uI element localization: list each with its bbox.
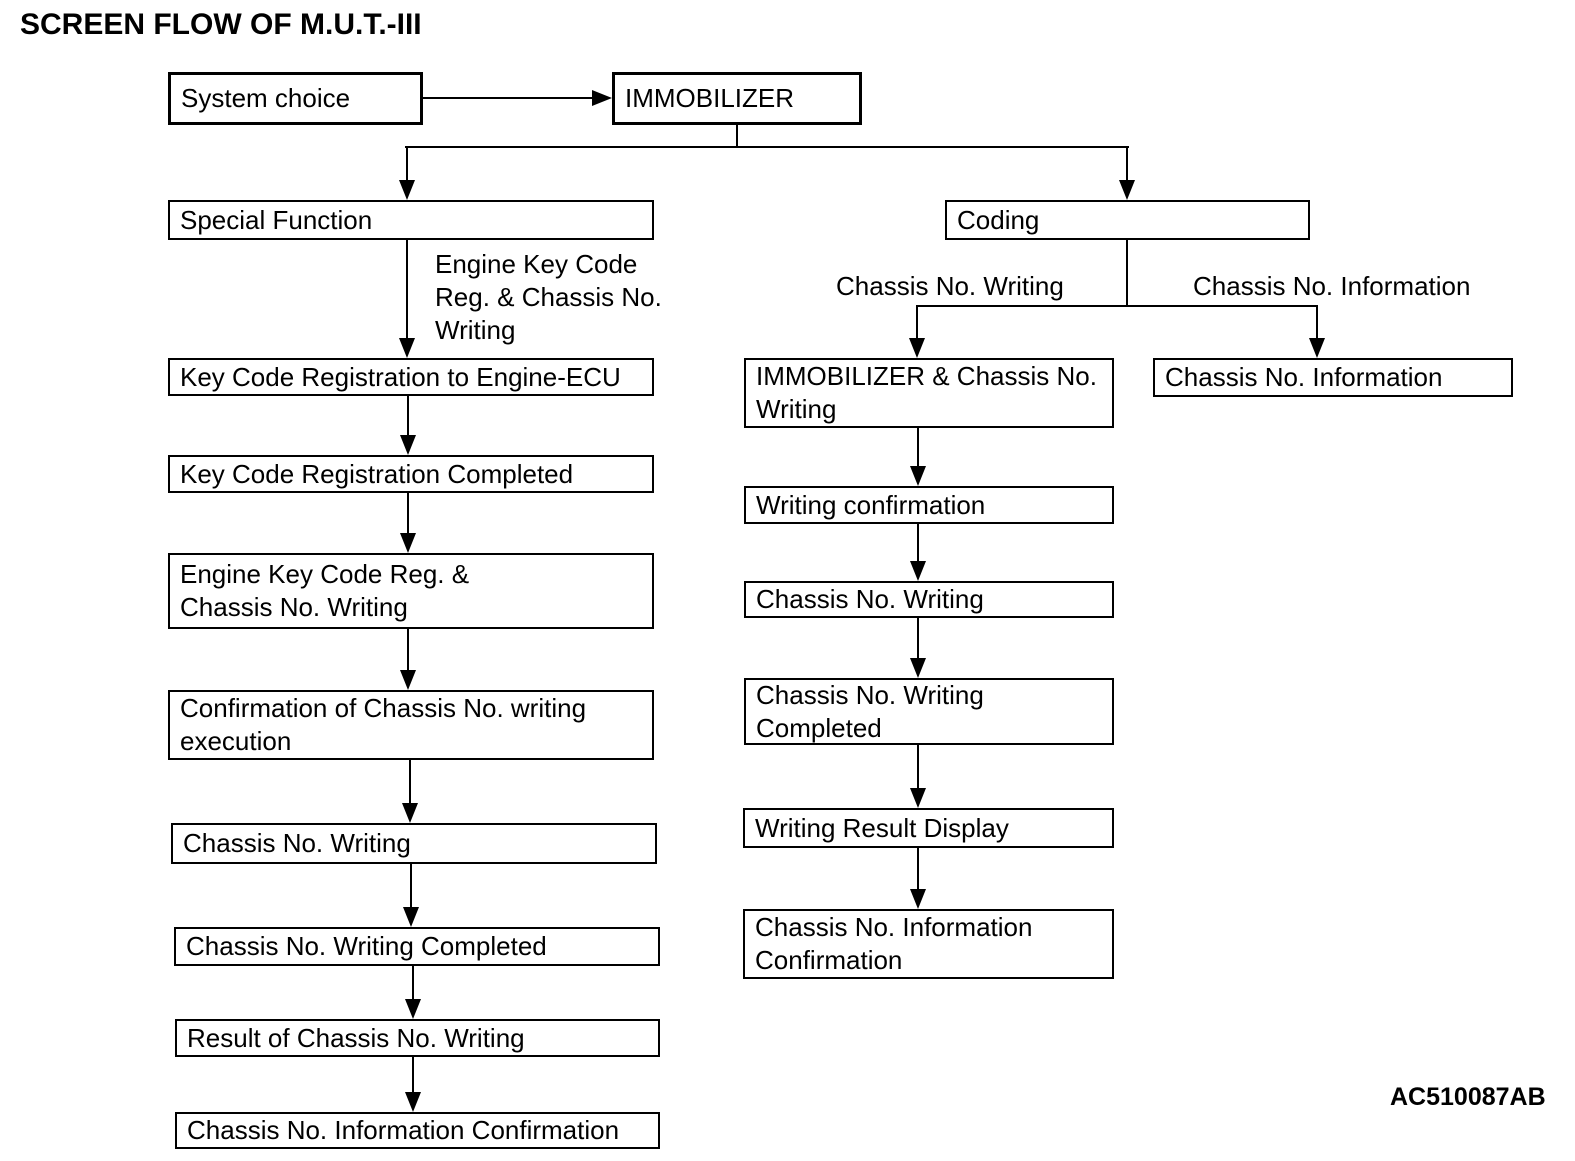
flow-node-immobilizer: IMMOBILIZER [612,72,862,125]
arrowhead-right-5 [910,889,926,909]
connector-drop-chassis-information [1316,305,1318,339]
flow-node-label: Engine Key Code Reg. & Chassis No. Writi… [180,559,470,622]
flow-node-label: Coding [957,204,1040,235]
connector-left-6 [412,966,414,1001]
arrowhead-left-6 [405,999,421,1019]
connector-coding-stem [1126,240,1128,307]
flow-node-label: Chassis No. Information Confirmation [187,1115,620,1145]
flow-node-engine-key-code-reg-chassis-writing: Engine Key Code Reg. & Chassis No. Writi… [168,553,654,629]
flow-node-chassis-no-information-confirmation-right: Chassis No. Information Confirmation [743,909,1114,979]
flow-node-label: Key Code Registration to Engine-ECU [180,361,621,392]
flow-node-chassis-no-information: Chassis No. Information [1153,358,1513,397]
page-title: SCREEN FLOW OF M.U.T.-III [20,8,422,41]
arrowhead-right-immobilizer [592,90,612,106]
connector-left-2 [407,493,409,535]
connector-drop-special-function [406,146,408,182]
connector-right-5 [917,848,919,891]
flow-node-system-choice: System choice [168,72,423,125]
flow-node-label: Chassis No. Writing [183,828,411,858]
arrowhead-left-7 [405,1092,421,1112]
connector-right-2 [917,524,919,563]
flow-node-label: Confirmation of Chassis No. writing exec… [180,693,587,756]
figure-code: AC510087AB [1390,1083,1546,1111]
connector-special-to-keycode [406,240,408,338]
connector-left-1 [407,396,409,437]
flow-node-label: Chassis No. Information [1165,362,1443,392]
arrowhead-left-1 [400,435,416,455]
connector-drop-coding [1126,146,1128,182]
flow-node-immobilizer-chassis-no-writing: IMMOBILIZER & Chassis No. Writing [744,358,1114,428]
arrowhead-down-immo-chassis-writing [909,338,925,358]
arrowhead-right-3 [910,658,926,678]
arrowhead-down-chassis-information [1309,338,1325,358]
connector-immobilizer-stem [736,124,738,148]
arrowhead-right-2 [910,561,926,581]
flow-node-label: Chassis No. Information Confirmation [755,912,1033,975]
flow-node-label: Chassis No. Writing Completed [186,931,547,961]
arrowhead-left-3 [400,670,416,690]
edge-label-chassis-no-information: Chassis No. Information [1193,271,1471,301]
flow-node-writing-confirmation: Writing confirmation [744,486,1114,524]
arrowhead-right-1 [910,466,926,486]
flow-node-chassis-no-writing-left: Chassis No. Writing [171,823,657,864]
flow-node-label: Result of Chassis No. Writing [187,1022,525,1053]
flow-node-label: Writing Result Display [755,812,1009,843]
connector-left-3 [407,629,409,672]
connector-left-7 [412,1057,414,1094]
flow-node-key-code-registration-completed: Key Code Registration Completed [168,455,654,493]
connector-right-3 [917,618,919,660]
arrowhead-right-4 [910,788,926,808]
flow-node-result-of-chassis-no-writing: Result of Chassis No. Writing [175,1019,660,1057]
edge-label-engine-key-code-reg: Engine Key Code Reg. & Chassis No. Writi… [435,249,662,345]
arrowhead-left-2 [400,533,416,553]
flow-node-label: IMMOBILIZER & Chassis No. Writing [756,361,1097,424]
flow-node-coding: Coding [945,200,1310,240]
connector-left-5 [410,864,412,909]
flow-node-label: System choice [181,83,351,113]
flow-node-label: IMMOBILIZER [625,83,795,113]
flow-node-chassis-no-writing-right: Chassis No. Writing [744,581,1114,618]
flow-node-label: Chassis No. Writing Completed [756,679,984,743]
arrowhead-down-special-function [399,180,415,200]
connector-system-to-immobilizer [423,97,596,99]
flow-node-chassis-no-information-confirmation-left: Chassis No. Information Confirmation [175,1112,660,1149]
arrowhead-left-4 [402,803,418,823]
connector-right-4 [917,745,919,790]
connector-right-1 [917,428,919,468]
flow-node-label: Special Function [180,204,373,235]
connector-coding-split [916,305,1318,307]
edge-label-chassis-no-writing: Chassis No. Writing [836,271,1064,301]
connector-immobilizer-split [405,146,1129,148]
flow-node-writing-result-display: Writing Result Display [743,808,1114,848]
flow-node-chassis-no-writing-completed-right: Chassis No. Writing Completed [744,678,1114,745]
flow-node-confirmation-chassis-writing-execution: Confirmation of Chassis No. writing exec… [168,690,654,760]
flow-node-label: Chassis No. Writing [756,584,984,614]
flow-node-key-code-registration-ecu: Key Code Registration to Engine-ECU [168,358,654,396]
connector-drop-immo-chassis-writing [916,305,918,339]
flow-node-special-function: Special Function [168,200,654,240]
arrowhead-left-5 [403,907,419,927]
flow-node-label: Key Code Registration Completed [180,458,574,489]
arrowhead-down-coding [1119,180,1135,200]
flow-node-label: Writing confirmation [756,489,986,520]
connector-left-4 [409,760,411,805]
flow-node-chassis-no-writing-completed-left: Chassis No. Writing Completed [174,927,660,966]
arrowhead-down-keycode-registration [399,338,415,358]
